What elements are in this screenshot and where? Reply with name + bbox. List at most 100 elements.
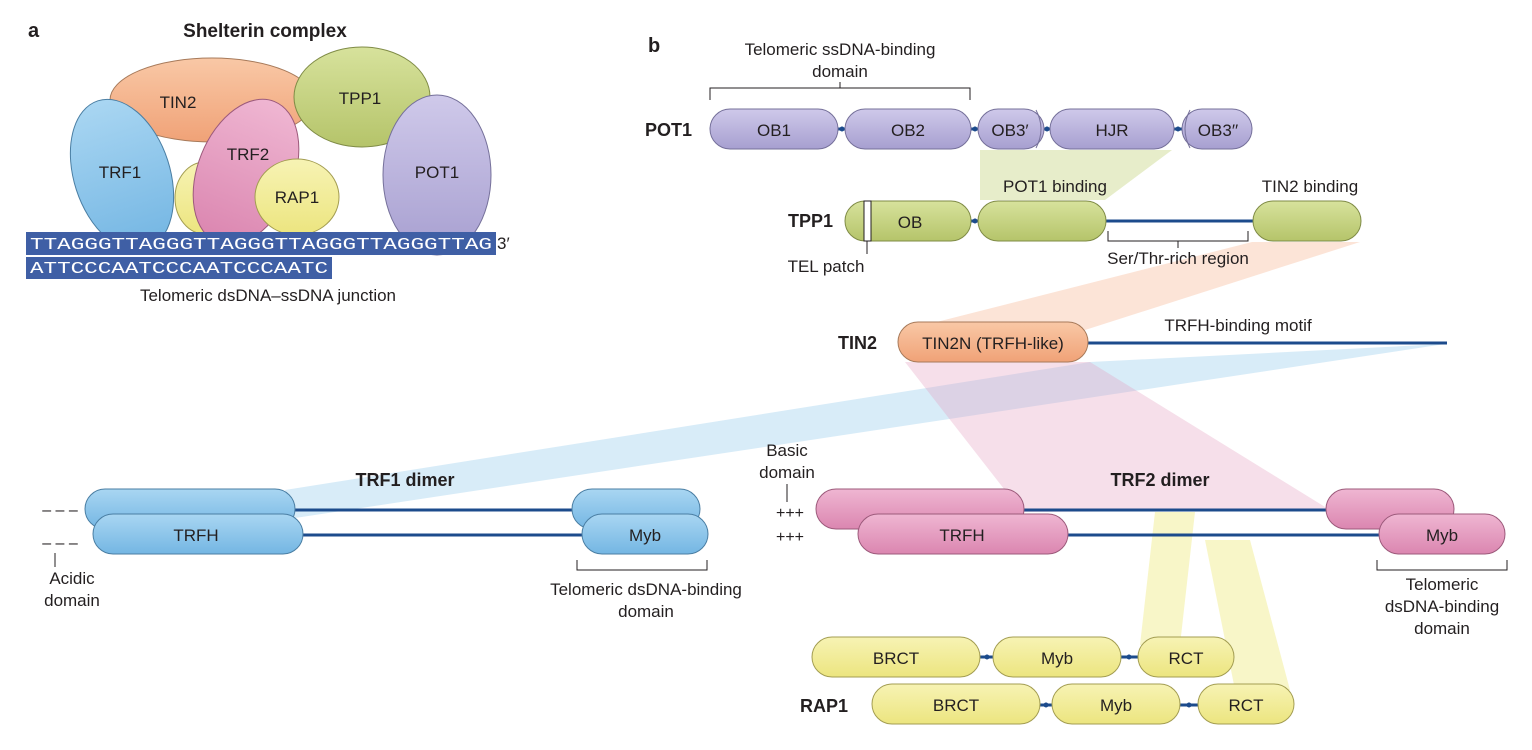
trf1-acidic-label-2: domain [44,591,100,610]
panel-b-letter: b [648,35,660,57]
panel-a: a Shelterin complex TIN2 TPP1 POT1 TRF1 … [26,20,510,305]
tpp1-label: TPP1 [339,89,382,108]
trf1-label: TRF1 [99,163,142,182]
pot1-name: POT1 [645,120,692,140]
dna-top-strand-box [26,232,496,255]
linker-dots [839,126,1192,708]
tpp1-tin2-binding-domain [1252,200,1362,242]
trf1-trfh-front [92,513,304,555]
trf2-dsdna-label-3: domain [1414,619,1470,638]
trf2-basic-label-1: Basic [766,441,808,460]
tpp1-ob-label: OB [898,213,923,232]
pot1-ssdna-caption-2: domain [812,62,868,81]
trf2-plus-2: +++ [776,529,804,546]
trf2-myb-label: Myb [1426,526,1458,545]
pot1-ob2 [844,108,972,150]
pot1-row: b Telomeric ssDNA-binding domain POT1 OB… [645,35,1253,150]
rap1-rct-front [1197,683,1295,725]
trf1-dimer-title: TRF1 dimer [355,470,454,490]
rap1-name: RAP1 [800,696,848,716]
tin2-name: TIN2 [838,333,877,353]
tin2-trf1-band [285,344,1445,518]
interaction-bands [285,150,1445,690]
rap1-myb-back [992,636,1122,678]
trf1-myb-label: Myb [629,526,661,545]
pot1-ob3p-label: OB3′ [991,121,1028,140]
trf2-trfh-label: TRFH [939,526,984,545]
pot1-ob3pp-label: OB3′′ [1198,121,1238,140]
trf1-dsdna-bracket [576,560,708,571]
tpp1-tel-patch [863,200,872,242]
rap1-brct-front-label: BRCT [933,696,979,715]
tpp1-name: TPP1 [788,211,833,231]
pot1-ob2-label: OB2 [891,121,925,140]
tpp1-tin2-binding: TIN2 binding [1262,177,1358,196]
panel-a-letter: a [28,20,40,42]
tpp1-ser-thr-label: Ser/Thr-rich region [1107,249,1249,268]
trf2-rap1-band-2 [1205,540,1290,690]
dna-top-strand: TTAGGGTTAGGGTTAGGGTTAGGGTTAGGGTTAG [30,235,492,254]
pot1-ob3pp [1181,108,1253,150]
pot1-ssdna-caption-1: Telomeric ssDNA-binding [745,40,936,59]
trf2-plus-1: +++ [776,505,804,522]
tin2-label: TIN2 [160,93,197,112]
tin2-trf2-band [905,362,1330,512]
trf2-dsdna-label-1: Telomeric [1406,575,1479,594]
pot1-ob1-label: OB1 [757,121,791,140]
tin2-row: TIN2 TIN2N (TRFH-like) TRFH-binding moti… [838,316,1447,363]
trf1-acidic-dashes-2: – – – [42,535,78,552]
pot1-hjr [1049,108,1175,150]
tpp1-row: POT1 binding TIN2 binding TPP1 OB TEL pa… [788,177,1362,276]
dna-3prime-end: 3′ [497,234,510,253]
trf1-acidic-label-1: Acidic [49,569,95,588]
pot1-ob3p-cut [1035,109,1042,149]
trf2-myb-front [1378,513,1506,555]
dna-bottom-strand: ATTCCCAATCCCAATCCCAATC [30,259,328,278]
trf2-rap1-band-1 [1140,512,1195,645]
trf2-dimer-title: TRF2 dimer [1110,470,1209,490]
trf1-dsdna-label-2: domain [618,602,674,621]
tpp1-pot1-binding-domain [977,200,1107,242]
rap1-rct-back [1137,636,1235,678]
rap1-label: RAP1 [275,188,319,207]
trf2-trfh-front [857,513,1069,555]
pot1-ob1 [709,108,839,150]
trf2-dsdna-bracket [1376,560,1508,571]
tpp1-tin2-band [905,242,1360,330]
rap1-rct-back-label: RCT [1169,649,1204,668]
trf2-basic-label-2: domain [759,463,815,482]
rap1-rct-front-label: RCT [1229,696,1264,715]
rap1-row: BRCT Myb RCT BRCT Myb RCT RAP1 [800,636,1295,725]
trf1-row: TRF1 dimer TRFH Myb – – – – – – Acidic d… [42,470,742,621]
tin2-tin2n [897,321,1089,363]
trf1-trfh-label: TRFH [173,526,218,545]
trf2-row: Basic domain +++ +++ TRF2 dimer TRFH Myb… [759,441,1508,638]
pot1-ob3pp-cut [1184,109,1191,149]
ser-thr-bracket [1107,231,1249,248]
dna-junction-caption: Telomeric dsDNA–ssDNA junction [140,286,396,305]
rap1-brct-front [871,683,1041,725]
pot1-ob3p [977,108,1045,150]
tin2-tin2n-label: TIN2N (TRFH-like) [922,334,1064,353]
rap1-brct-back-label: BRCT [873,649,919,668]
pot1-hjr-label: HJR [1095,121,1128,140]
dna-bottom-strand-box [26,257,332,279]
pot1-label: POT1 [415,163,459,182]
rap1-brct-back [811,636,981,678]
panel-a-title: Shelterin complex [183,21,347,42]
trf1-myb-front [581,513,709,555]
trf2-label: TRF2 [227,145,270,164]
pot1-tpp1-band [980,150,1172,200]
rap1-myb-back-label: Myb [1041,649,1073,668]
trf2-dsdna-label-2: dsDNA-binding [1385,597,1499,616]
trf1-dsdna-label-1: Telomeric dsDNA-binding [550,580,742,599]
rap1-myb-front [1051,683,1181,725]
rap1-myb-front-label: Myb [1100,696,1132,715]
tpp1-pot1-binding: POT1 binding [1003,177,1107,196]
tpp1-tel-patch-label: TEL patch [788,257,865,276]
trf1-acidic-dashes-1: – – – [42,502,78,519]
pot1-ssdna-bracket [709,82,971,100]
tin2-motif-label: TRFH-binding motif [1164,316,1312,335]
tpp1-ob [844,200,972,242]
